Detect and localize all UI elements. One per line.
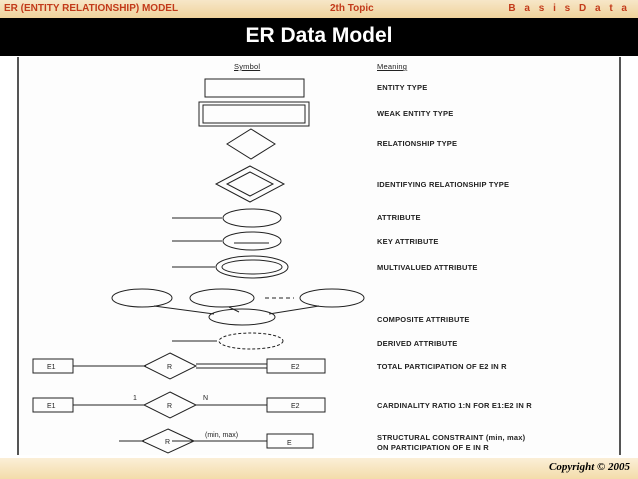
r-label: R [167, 403, 172, 410]
e1-label: E1 [47, 364, 56, 371]
meaning-multivalued-attribute: MULTIVALUED ATTRIBUTE [377, 263, 478, 272]
meaning-total-participation: TOTAL PARTICIPATION OF E2 IN R [377, 362, 507, 371]
subject-label: B a s i s D a t a [508, 3, 630, 14]
e1-label: E1 [47, 403, 56, 410]
meaning-composite-attribute: COMPOSITE ATTRIBUTE [377, 315, 470, 324]
meaning-cardinality-ratio: CARDINALITY RATIO 1:N FOR E1:E2 IN R [377, 401, 532, 410]
cardinality-symbol [142, 391, 198, 419]
symbol-column-header: Symbol [234, 62, 261, 71]
composite-attribute-symbol [208, 308, 276, 326]
meaning-key-attribute: KEY ATTRIBUTE [377, 237, 439, 246]
entity-symbol [204, 78, 305, 98]
attribute-symbol [222, 208, 282, 228]
structural-constraint-symbol [140, 428, 196, 454]
r-label: R [165, 439, 170, 446]
r-label: R [167, 364, 172, 371]
relationship-symbol [226, 128, 276, 160]
meaning-relationship-type: RELATIONSHIP TYPE [377, 139, 458, 148]
meaning-attribute: ATTRIBUTE [377, 213, 421, 222]
title-bar: ER Data Model [0, 18, 638, 56]
e2-label: E2 [291, 403, 300, 410]
top-header-bar: ER (ENTITY RELATIONSHIP) MODEL 2th Topic… [0, 0, 638, 18]
weak-entity-symbol [198, 101, 310, 127]
er-symbol-diagram: E1 E2 R E1 E2 R 1 N R E (min, max) [32, 78, 365, 454]
total-participation-symbol [142, 352, 198, 380]
min-max-label: (min, max) [205, 432, 238, 439]
meaning-weak-entity-type: WEAK ENTITY TYPE [377, 109, 454, 118]
copyright-notice: Copyright © 2005 [549, 461, 630, 473]
course-title: ER (ENTITY RELATIONSHIP) MODEL [4, 3, 179, 14]
meaning-structural-constraint-line2: ON PARTICIPATION OF E IN R [377, 443, 489, 452]
footer-band [0, 458, 638, 479]
scanned-figure: E1 E2 R E1 E2 R 1 N R E (min, max) Symbo… [17, 57, 621, 455]
meaning-entity-type: ENTITY TYPE [377, 83, 428, 92]
slide-title: ER Data Model [245, 24, 393, 47]
topic-label: 2th Topic [330, 3, 374, 14]
e2-label: E2 [291, 364, 300, 371]
derived-attribute-symbol [218, 332, 284, 350]
e-label: E [287, 440, 292, 447]
multivalued-attribute-symbol [215, 255, 289, 279]
identifying-relationship-symbol [214, 165, 286, 203]
meaning-derived-attribute: DERIVED ATTRIBUTE [377, 339, 458, 348]
meaning-column-header: Meaning [377, 62, 408, 71]
cardinality-one-label: 1 [133, 395, 137, 402]
meaning-structural-constraint: STRUCTURAL CONSTRAINT (min, max) [377, 433, 526, 442]
key-attribute-symbol [222, 231, 282, 251]
meaning-identifying-relationship: IDENTIFYING RELATIONSHIP TYPE [377, 180, 510, 189]
cardinality-n-label: N [203, 395, 208, 402]
